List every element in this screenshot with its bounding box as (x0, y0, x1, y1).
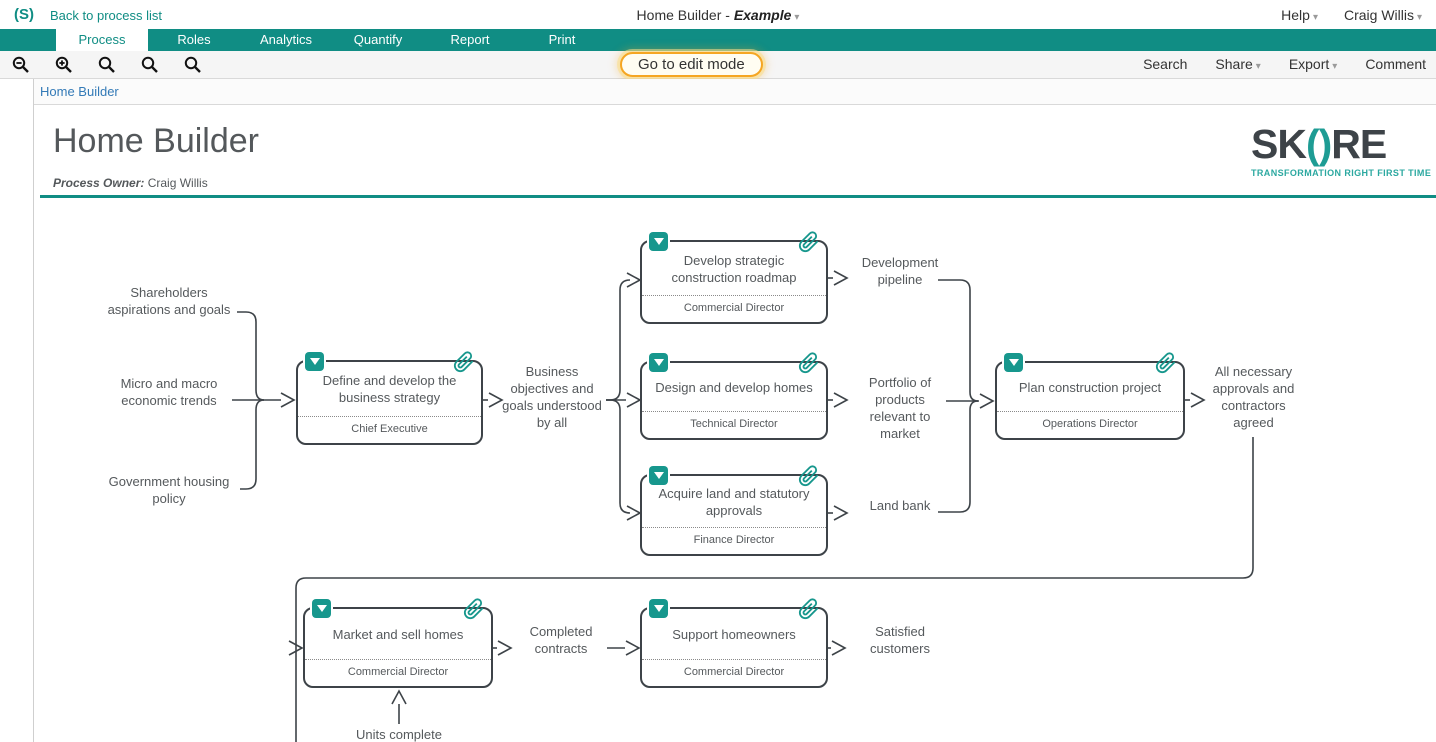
magnifier-icon[interactable] (184, 56, 202, 74)
process-box-title: Design and develop homes (642, 363, 826, 412)
chevron-down-icon: ▾ (794, 12, 800, 23)
deliverable-label: Satisfied customers (870, 624, 930, 656)
document-title-text: Home Builder - (636, 7, 734, 23)
breadcrumb-bar: Home Builder (33, 79, 1436, 105)
drilldown-icon[interactable] (649, 232, 668, 251)
drilldown-icon[interactable] (1004, 353, 1023, 372)
breadcrumb[interactable]: Home Builder (40, 84, 119, 99)
input-label: Micro and macro economic trends (120, 376, 218, 408)
deliverable-label: Development pipeline (861, 255, 939, 287)
chevron-down-icon: ▾ (1416, 12, 1422, 23)
process-box-role: Operations Director (1042, 418, 1138, 430)
logo-tagline: TRANSFORMATION RIGHT FIRST TIME (1251, 168, 1432, 178)
divider-rule (40, 195, 1436, 198)
drilldown-icon[interactable] (649, 353, 668, 372)
page-title: Home Builder (53, 122, 259, 160)
back-to-process-list-link[interactable]: Back to process list (50, 8, 162, 23)
tab-process[interactable]: Process (56, 29, 148, 51)
process-box-title: Acquire land and statutory approvals (642, 476, 826, 528)
export-menu[interactable]: Export▾ (1289, 56, 1338, 72)
drilldown-icon[interactable] (312, 599, 331, 618)
user-menu[interactable]: Craig Willis▾ (1344, 7, 1422, 23)
logo-re: RE (1331, 121, 1387, 167)
user-name: Craig Willis (1343, 7, 1414, 23)
deliverable-label: Completed contracts (529, 624, 593, 656)
process-owner: Process Owner: Craig Willis (53, 176, 208, 190)
skore-s-icon[interactable]: (S) (14, 6, 34, 23)
tab-report[interactable]: Report (450, 32, 490, 47)
attachment-icon[interactable] (798, 598, 820, 620)
tab-quantify[interactable]: Quantify (353, 32, 403, 47)
process-box-acquire-land[interactable]: Acquire land and statutory approvals Fin… (640, 465, 828, 556)
tab-bar: Process Roles Analytics Quantify Report … (0, 29, 1436, 51)
export-label: Export (1288, 56, 1330, 72)
share-label: Share (1215, 56, 1253, 72)
attachment-icon[interactable] (1155, 352, 1177, 374)
process-box-role: Finance Director (693, 534, 775, 546)
share-menu[interactable]: Share▾ (1215, 56, 1260, 72)
process-box-role: Commercial Director (683, 302, 785, 314)
attachment-icon[interactable] (798, 231, 820, 253)
attachment-icon[interactable] (798, 465, 820, 487)
chevron-down-icon: ▾ (1332, 61, 1338, 72)
process-box-design-homes[interactable]: Design and develop homes Technical Direc… (640, 352, 828, 440)
process-box-role: Commercial Director (683, 666, 785, 678)
search-button[interactable]: Search (1143, 56, 1188, 72)
drilldown-icon[interactable] (305, 352, 324, 371)
drilldown-icon[interactable] (649, 466, 668, 485)
deliverable-label: Portfolio of products relevant to market (868, 375, 932, 441)
zoom-in-icon[interactable] (55, 56, 73, 74)
input-label: Shareholders aspirations and goals (107, 285, 231, 317)
deliverable-label: Land bank (869, 498, 931, 513)
logo-parens: () (1305, 121, 1332, 167)
drilldown-icon[interactable] (649, 599, 668, 618)
help-label: Help (1281, 7, 1310, 23)
zoom-out-icon[interactable] (12, 56, 30, 74)
comment-button[interactable]: Comment (1365, 56, 1426, 72)
document-variant: Example (733, 7, 792, 23)
document-title[interactable]: Home Builder - Example▾ (0, 7, 1436, 23)
attachment-icon[interactable] (798, 352, 820, 374)
process-box-title: Support homeowners (642, 609, 826, 660)
process-box-support-homeowners[interactable]: Support homeowners Commercial Director (640, 598, 828, 688)
process-box-title: Develop strategic construction roadmap (642, 242, 826, 296)
tab-roles[interactable]: Roles (177, 32, 211, 47)
content-left-border (33, 79, 34, 742)
magnifier-icon[interactable] (141, 56, 159, 74)
process-owner-label: Process Owner: (53, 176, 145, 190)
chevron-down-icon: ▾ (1312, 12, 1318, 23)
process-box-plan-construction[interactable]: Plan construction project Operations Dir… (995, 352, 1185, 440)
process-box-define-strategy[interactable]: Define and develop the business strategy… (296, 351, 483, 445)
deliverable-label: All necessary approvals and contractors … (1212, 364, 1295, 430)
magnifier-icon[interactable] (98, 56, 116, 74)
process-box-title: Market and sell homes (305, 609, 491, 660)
attachment-icon[interactable] (453, 351, 475, 373)
attachment-icon[interactable] (463, 598, 485, 620)
process-box-market-sell[interactable]: Market and sell homes Commercial Directo… (303, 598, 493, 688)
top-header: (S) Back to process list Home Builder - … (0, 0, 1436, 29)
input-label: Units complete (356, 727, 442, 742)
help-menu[interactable]: Help▾ (1281, 7, 1318, 23)
process-box-title: Define and develop the business strategy (298, 362, 481, 417)
process-box-title: Plan construction project (997, 363, 1183, 412)
skore-logo: SK()RE TRANSFORMATION RIGHT FIRST TIME (1251, 121, 1432, 179)
chevron-down-icon: ▾ (1255, 61, 1261, 72)
process-box-role: Commercial Director (347, 666, 449, 678)
tab-analytics[interactable]: Analytics (259, 32, 313, 47)
logo-sk: SK (1251, 121, 1307, 167)
tab-print[interactable]: Print (548, 32, 576, 47)
deliverable-label: Business objectives and goals understood… (502, 364, 602, 430)
input-label: Government housing policy (108, 474, 230, 506)
process-box-develop-roadmap[interactable]: Develop strategic construction roadmap C… (640, 231, 828, 324)
process-owner-name: Craig Willis (147, 176, 208, 190)
process-box-role: Technical Director (690, 418, 778, 430)
go-to-edit-mode-button[interactable]: Go to edit mode (620, 52, 763, 77)
process-box-role: Chief Executive (351, 423, 428, 435)
